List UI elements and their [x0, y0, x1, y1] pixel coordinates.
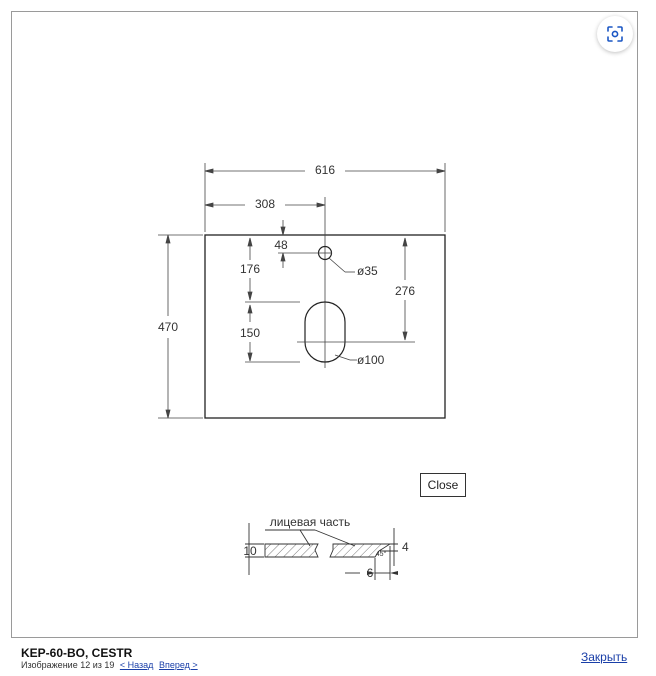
visual-search-button[interactable]	[597, 16, 633, 52]
close-button[interactable]: Close	[420, 473, 466, 497]
visual-search-icon	[607, 26, 623, 42]
image-counter-row: Изображение 12 из 19 < Назад Вперед >	[21, 660, 198, 670]
prev-link[interactable]: < Назад	[119, 660, 154, 670]
next-link[interactable]: Вперед >	[158, 660, 198, 670]
image-frame	[11, 11, 638, 638]
image-counter: Изображение 12 из 19	[21, 660, 115, 670]
image-title: KEP-60-BO, CESTR	[21, 646, 133, 660]
close-link[interactable]: Закрыть	[581, 650, 628, 664]
